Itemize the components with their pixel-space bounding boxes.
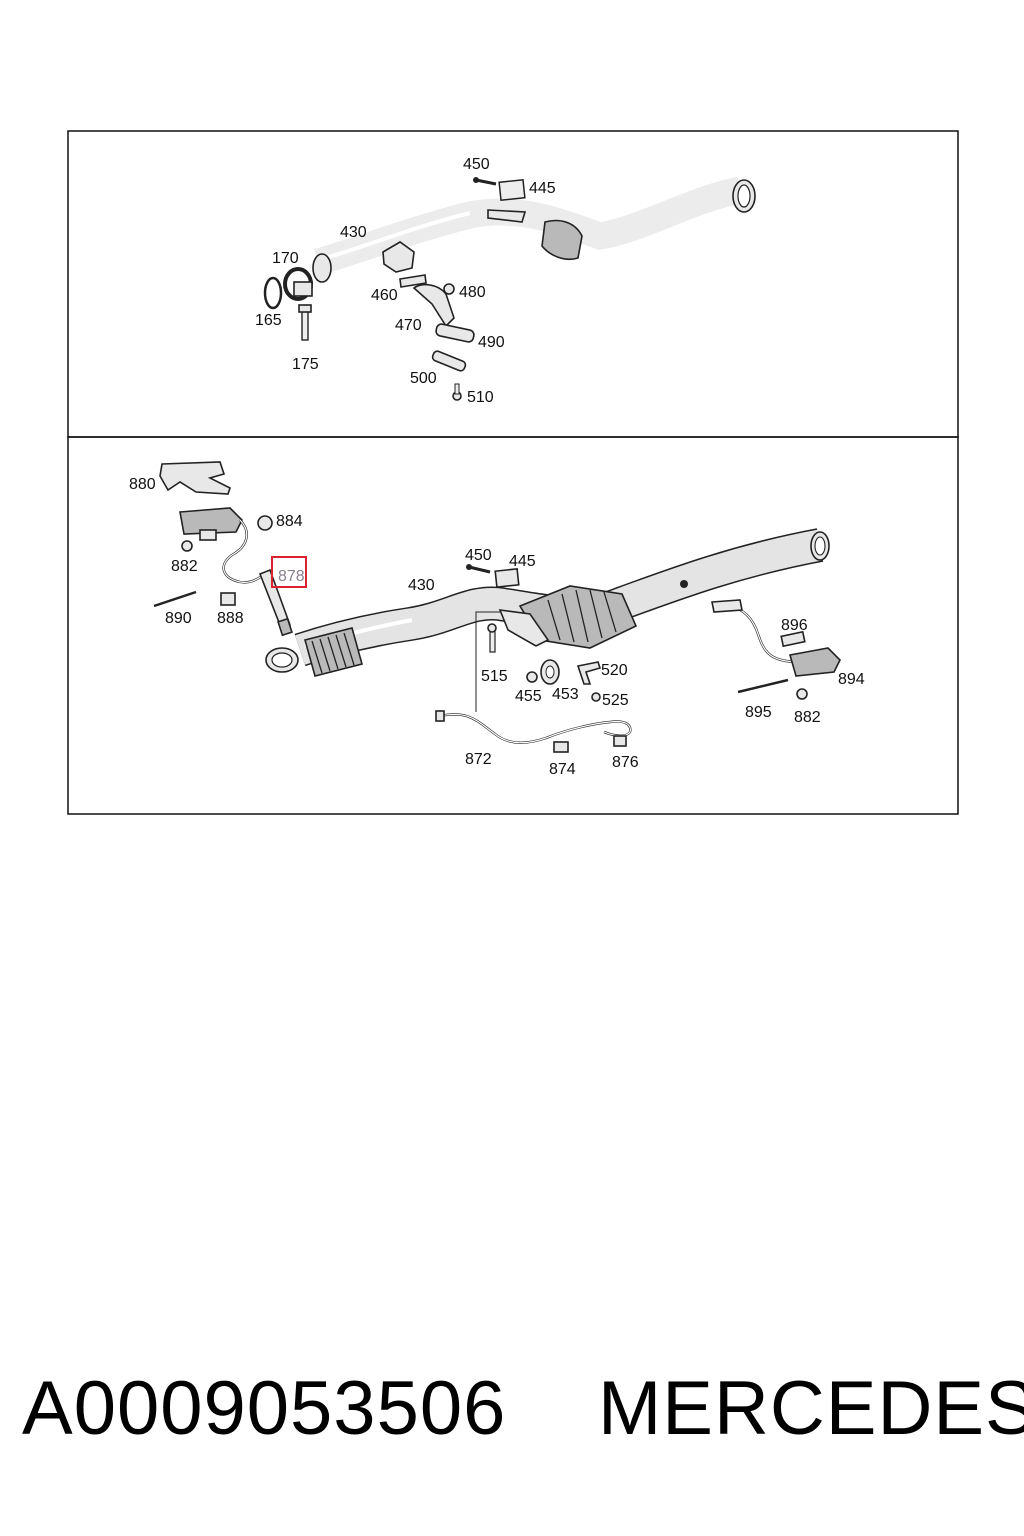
cable-tie-895 — [737, 678, 789, 694]
brand-name: MERCEDES — [598, 1366, 1024, 1451]
label-882-left: 882 — [171, 558, 198, 575]
label-525: 525 — [602, 692, 629, 709]
label-895: 895 — [745, 704, 772, 721]
label-890: 890 — [165, 610, 192, 627]
bolt-175 — [298, 304, 312, 341]
holder-888 — [220, 592, 236, 606]
label-880: 880 — [129, 476, 156, 493]
nut-455 — [526, 671, 538, 683]
label-470: 470 — [395, 317, 422, 334]
label-445-lower: 445 — [509, 553, 536, 570]
bottom-panel-frame — [67, 436, 959, 815]
control-unit-left — [179, 507, 243, 535]
hanger-bracket — [382, 241, 415, 273]
label-453: 453 — [552, 686, 579, 703]
bracket-470 — [412, 283, 455, 328]
label-878: 878 — [278, 568, 305, 585]
nut-882-left — [181, 540, 193, 552]
nox-sensor-878 — [222, 519, 293, 637]
clamp-170 — [283, 267, 313, 301]
label-888: 888 — [217, 610, 244, 627]
exhaust-assembly-430 — [265, 528, 830, 677]
highlight-box-878 — [271, 556, 307, 588]
control-unit-894 — [788, 647, 841, 677]
rubber-mount-490 — [435, 323, 475, 343]
top-panel: 450 445 430 170 165 175 460 480 470 490 … — [255, 156, 756, 406]
label-872: 872 — [465, 751, 492, 768]
mount-453 — [540, 659, 560, 685]
label-884: 884 — [276, 513, 303, 530]
bolt-450-lower — [466, 564, 491, 574]
label-480: 480 — [459, 284, 486, 301]
label-500: 500 — [410, 370, 437, 387]
nut-480 — [443, 283, 455, 295]
label-460: 460 — [371, 287, 398, 304]
clip-874 — [553, 741, 569, 753]
clip-884 — [257, 515, 273, 531]
nut-882-right — [796, 688, 808, 700]
bracket-460 — [399, 274, 427, 288]
clip-876 — [613, 735, 627, 747]
label-170: 170 — [272, 250, 299, 267]
leader-515 — [475, 611, 500, 712]
bottom-panel: 878 — [129, 461, 865, 778]
label-455: 455 — [515, 688, 542, 705]
label-165: 165 — [255, 312, 282, 329]
part-number: A0009053506 — [22, 1366, 507, 1451]
bracket-500 — [431, 350, 467, 372]
pad-445 — [498, 178, 526, 202]
top-panel-frame — [67, 130, 959, 438]
label-510: 510 — [467, 389, 494, 406]
bolt-510 — [452, 383, 462, 401]
connector-left — [199, 529, 217, 541]
bracket-520 — [576, 661, 602, 685]
clip-896 — [780, 630, 806, 648]
label-450-lower: 450 — [465, 547, 492, 564]
label-175: 175 — [292, 356, 319, 373]
caption-bar: A0009053506 MERCEDES — [0, 1365, 1024, 1475]
nut-525 — [591, 692, 601, 702]
label-515: 515 — [481, 668, 508, 685]
label-896: 896 — [781, 617, 808, 634]
label-882-right: 882 — [794, 709, 821, 726]
wiring-harness-872 — [435, 710, 632, 744]
bracket-880 — [159, 461, 231, 495]
label-490: 490 — [478, 334, 505, 351]
label-430: 430 — [340, 224, 367, 241]
pad-445-lower — [494, 568, 520, 588]
label-430-lower: 430 — [408, 577, 435, 594]
label-445: 445 — [529, 180, 556, 197]
bolt-450 — [473, 177, 497, 186]
exhaust-pipe-430 — [312, 176, 756, 283]
cable-tie-890 — [153, 590, 197, 608]
label-894: 894 — [838, 671, 865, 688]
bolt-515 — [487, 623, 497, 653]
label-876: 876 — [612, 754, 639, 771]
seal-ring-165 — [263, 276, 283, 310]
label-450: 450 — [463, 156, 490, 173]
label-520: 520 — [601, 662, 628, 679]
sensor-896 — [711, 599, 801, 664]
label-874: 874 — [549, 761, 576, 778]
